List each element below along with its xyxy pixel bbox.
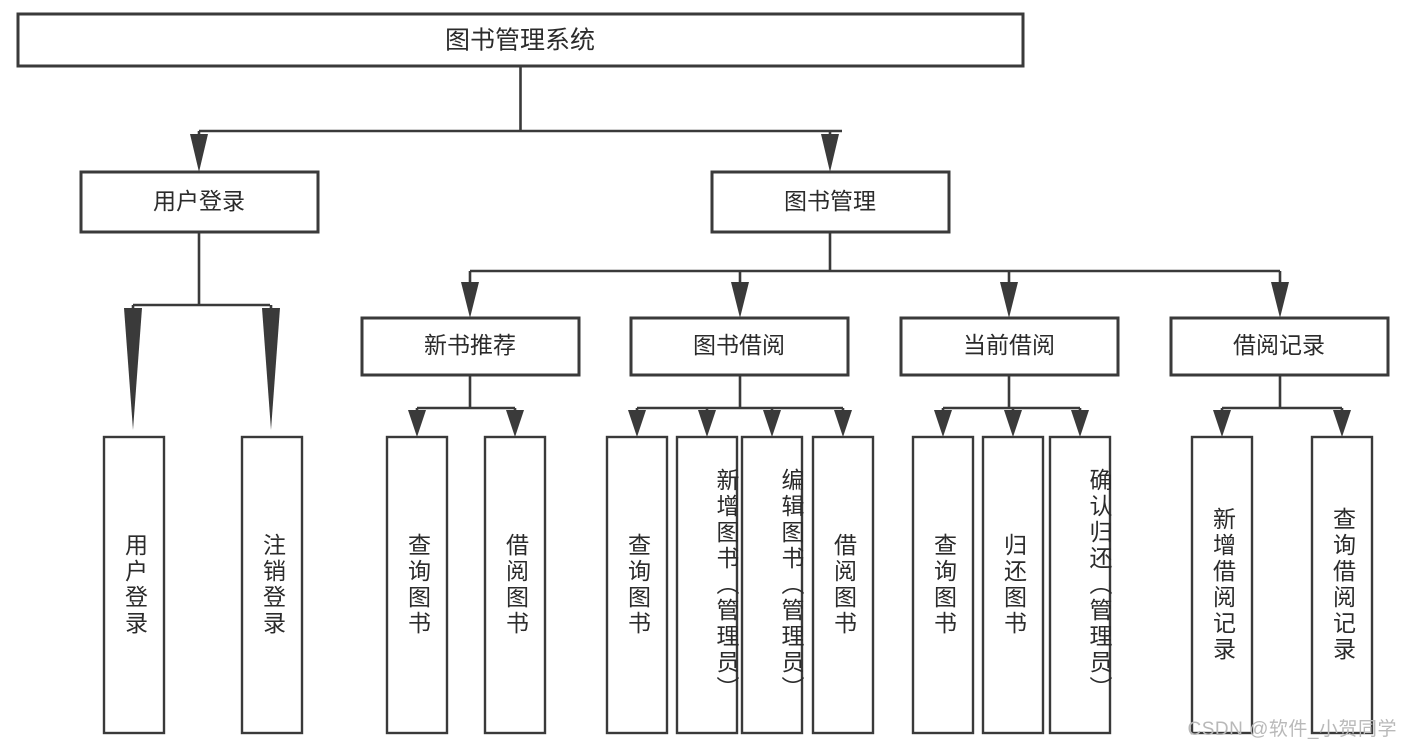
arrow-leaf-query-book-1 xyxy=(408,410,426,437)
arrow-leaf-borrow-book-1 xyxy=(506,410,524,437)
node-leaf-query-book-3[interactable] xyxy=(911,435,975,735)
node-current-borrow-label: 当前借阅 xyxy=(963,332,1055,358)
node-leaf-confirm-return[interactable] xyxy=(1048,435,1112,735)
node-book-borrow[interactable] xyxy=(629,316,850,377)
connector-group xyxy=(124,66,1351,437)
node-leaf-edit-book[interactable] xyxy=(740,435,804,735)
arrow-book-manage xyxy=(821,134,839,172)
arrow-current-borrow xyxy=(1000,282,1018,318)
node-current-borrow[interactable] xyxy=(899,316,1120,377)
arrow-user-login xyxy=(190,134,208,172)
arrow-book-borrow xyxy=(731,282,749,318)
node-root[interactable] xyxy=(16,12,1025,68)
watermark-text: CSDN @软件_小贺同学 xyxy=(1187,719,1397,740)
node-user-login[interactable] xyxy=(79,170,320,234)
arrow-leaf-borrow-book-2 xyxy=(834,410,852,437)
node-book-borrow-label: 图书借阅 xyxy=(693,332,785,358)
arrow-leaf-query-record xyxy=(1333,410,1351,437)
node-book-manage-label: 图书管理 xyxy=(784,188,876,214)
node-new-book-recommend-label: 新书推荐 xyxy=(424,332,516,358)
node-book-manage[interactable] xyxy=(710,170,951,234)
arrow-leaf-query-book-3 xyxy=(934,410,952,437)
node-root-label: 图书管理系统 xyxy=(445,27,595,55)
node-leaf-logout[interactable] xyxy=(240,435,304,735)
node-group: 图书管理系统 用户登录 图书管理 新书推荐 图书借阅 当前借阅 借阅记录 xyxy=(16,12,1390,735)
node-leaf-query-record[interactable] xyxy=(1310,435,1374,735)
node-leaf-query-book-1[interactable] xyxy=(385,435,449,735)
arrow-leaf-add-record xyxy=(1213,410,1231,437)
node-user-login-label: 用户登录 xyxy=(153,188,245,214)
node-leaf-borrow-book-1[interactable] xyxy=(483,435,547,735)
node-leaf-query-book-2[interactable] xyxy=(605,435,669,735)
node-new-book-recommend[interactable] xyxy=(360,316,581,377)
arrow-leaf-edit-book xyxy=(763,410,781,437)
arrow-leaf-confirm-return xyxy=(1071,410,1089,437)
node-borrow-record[interactable] xyxy=(1169,316,1390,377)
arrow-borrow-record xyxy=(1271,282,1289,318)
arrow-leaf-add-book xyxy=(698,410,716,437)
node-leaf-return-book[interactable] xyxy=(981,435,1045,735)
arrow-leaf-return-book xyxy=(1004,410,1022,437)
node-leaf-add-book[interactable] xyxy=(675,435,739,735)
arrow-leaf-query-book-2 xyxy=(628,410,646,437)
node-leaf-borrow-book-2[interactable] xyxy=(811,435,875,735)
node-borrow-record-label: 借阅记录 xyxy=(1233,332,1325,358)
arrow-new-book-recommend xyxy=(461,282,479,318)
node-leaf-user-login[interactable] xyxy=(102,435,166,735)
node-leaf-add-record[interactable] xyxy=(1190,435,1254,735)
